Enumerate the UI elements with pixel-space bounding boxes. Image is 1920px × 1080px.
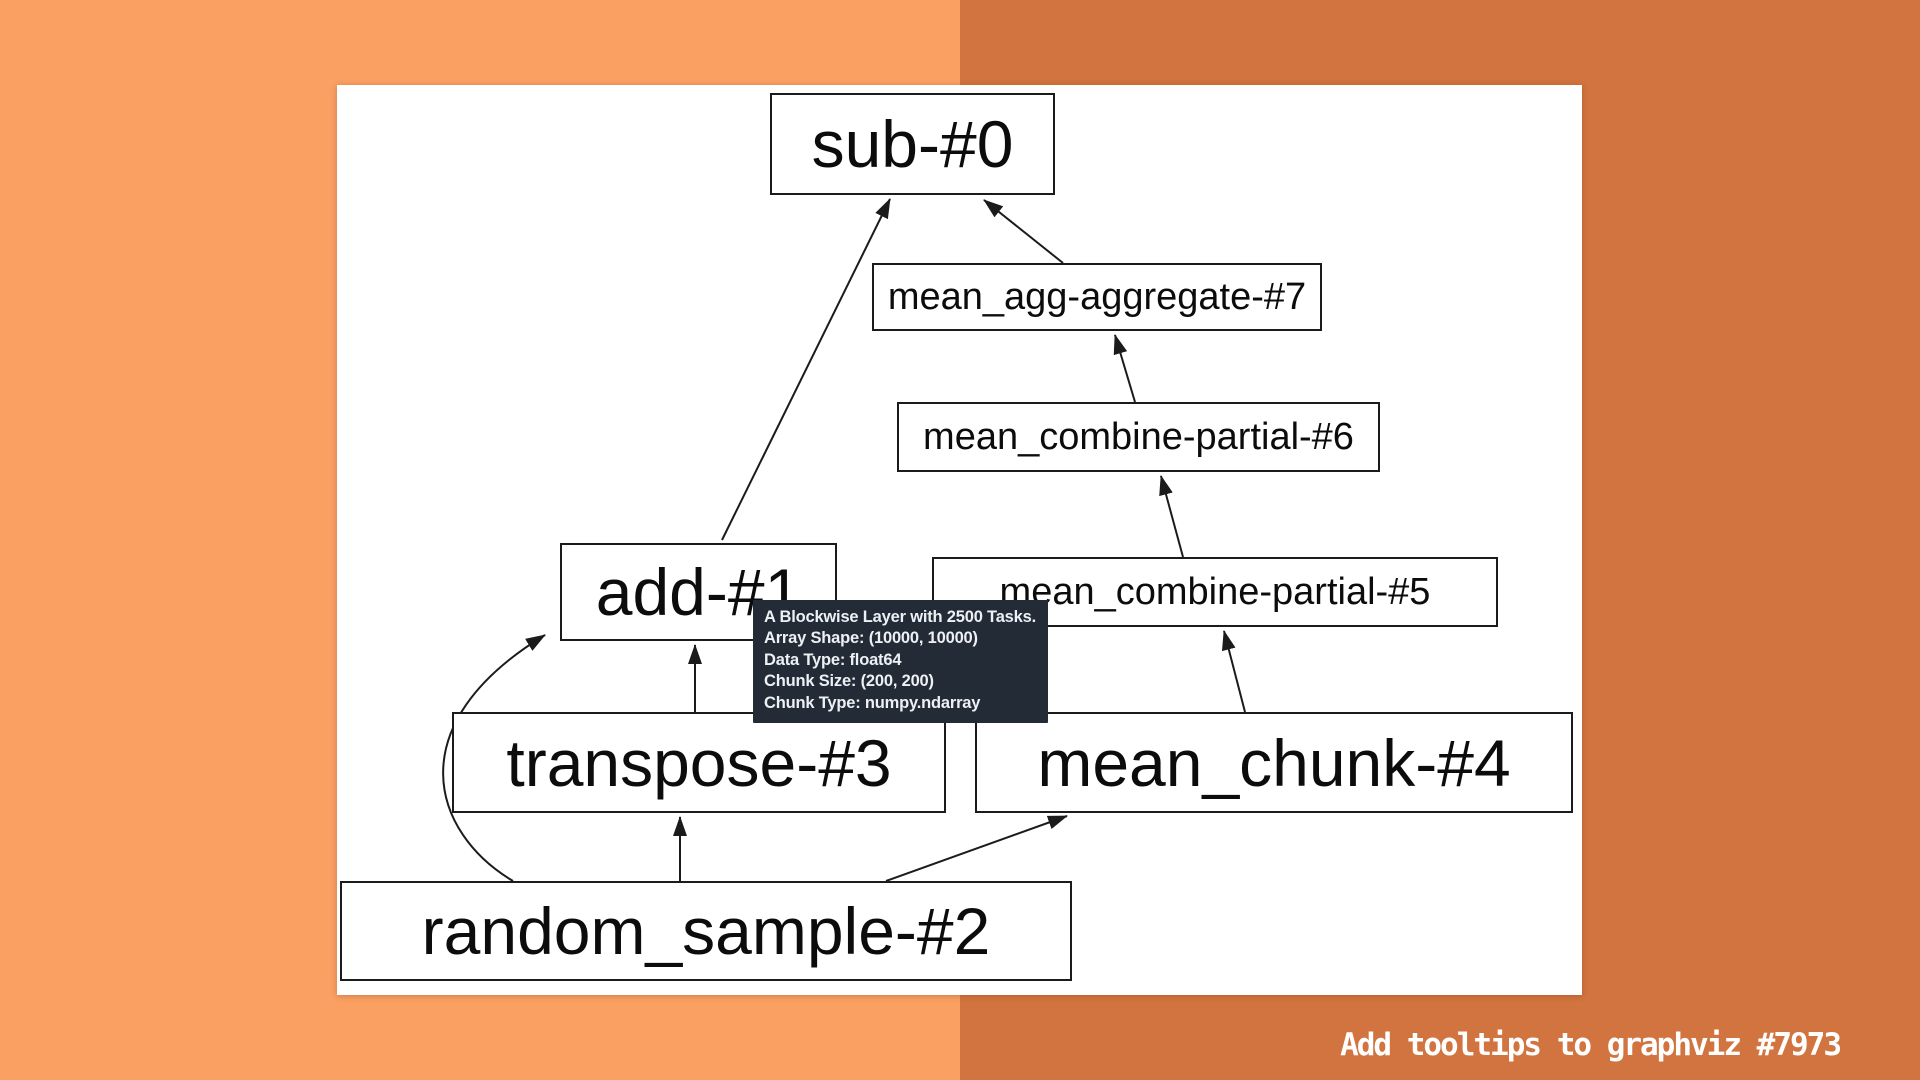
graph-canvas: sub-#0 mean_agg-aggregate-#7 mean_combin… <box>337 85 1582 995</box>
node-label: mean_agg-aggregate-#7 <box>887 276 1307 318</box>
edge-random-2-to-chunk-4 <box>885 815 1068 882</box>
graph-node-random-sample-2[interactable]: random_sample-#2 <box>340 881 1072 981</box>
edge-comb-6-to-agg-7 <box>1113 334 1136 403</box>
graph-node-transpose-3[interactable]: transpose-#3 <box>452 712 946 813</box>
node-label: mean_chunk-#4 <box>1037 725 1511 800</box>
hover-tooltip: A Blockwise Layer with 2500 Tasks. Array… <box>753 600 1049 724</box>
graph-edges <box>442 198 1246 882</box>
tooltip-line-chunk-size: Chunk Size: (200, 200) <box>764 672 934 691</box>
edge-chunk-4-to-comb-5 <box>1221 630 1246 713</box>
tooltip-line-tasks: A Blockwise Layer with 2500 Tasks. <box>764 608 1037 626</box>
graph-node-mean-combine-partial-6[interactable]: mean_combine-partial-#6 <box>897 402 1380 472</box>
node-label: random_sample-#2 <box>421 894 991 968</box>
graph-node-mean-agg-aggregate-7[interactable]: mean_agg-aggregate-#7 <box>872 263 1322 331</box>
tooltip-line-array-shape: Array Shape: (10000, 10000) <box>764 629 978 648</box>
edge-agg-7-to-sub-0 <box>983 199 1064 264</box>
edge-add-1-to-sub-0 <box>721 198 891 541</box>
node-label: transpose-#3 <box>506 725 892 800</box>
graph-node-add-1[interactable]: add-#1 <box>560 543 837 641</box>
node-label: mean_combine-partial-#6 <box>923 416 1354 458</box>
caption-pr-title: Add tooltips to graphviz #7973 <box>1340 1027 1842 1063</box>
node-label: sub-#0 <box>811 107 1014 181</box>
node-label: mean_combine-partial-#5 <box>999 571 1431 613</box>
tooltip-line-chunk-type: Chunk Type: numpy.ndarray <box>764 693 981 712</box>
graph-node-mean-chunk-4[interactable]: mean_chunk-#4 <box>975 712 1573 813</box>
edge-random-2-to-add-1 <box>442 634 546 882</box>
tooltip-line-data-type: Data Type: float64 <box>764 650 902 669</box>
edge-comb-5-to-comb-6 <box>1159 475 1184 558</box>
graph-node-sub-0[interactable]: sub-#0 <box>770 93 1055 195</box>
